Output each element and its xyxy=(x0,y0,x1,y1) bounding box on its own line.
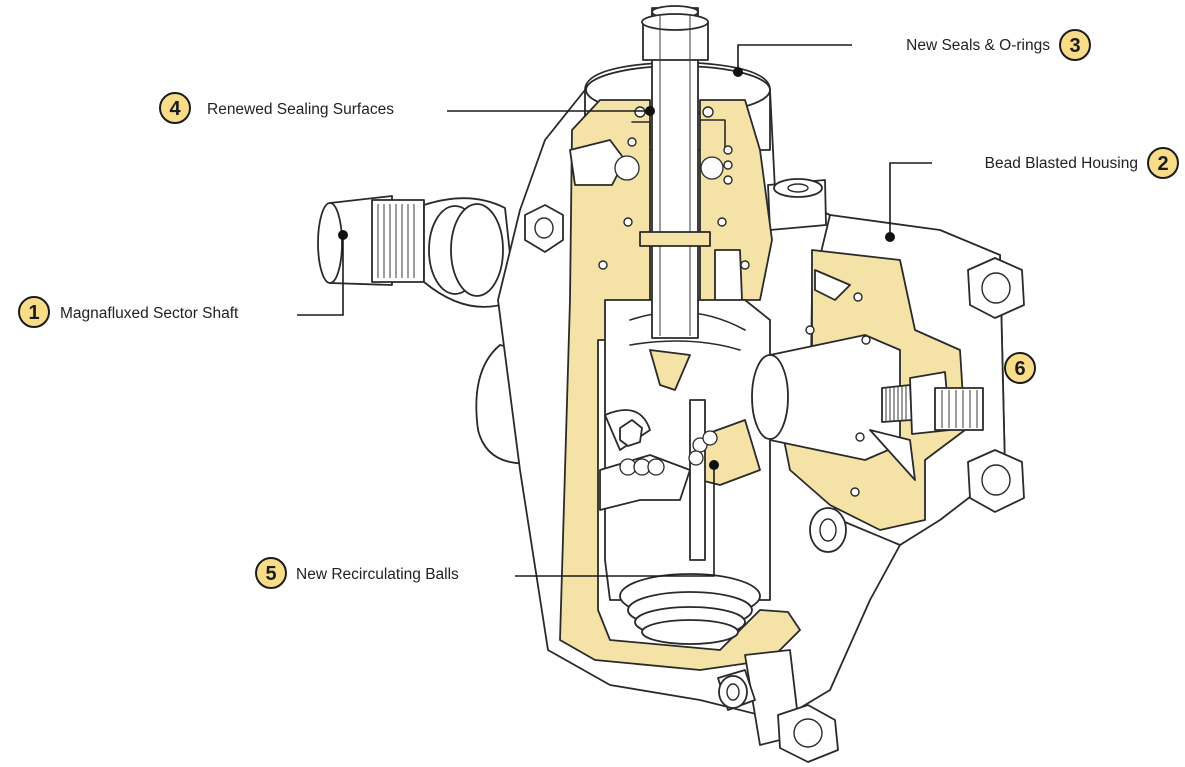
sector-shaft xyxy=(317,195,516,308)
callout-1-badge xyxy=(18,296,50,328)
input-shaft xyxy=(639,5,711,339)
valve-details xyxy=(569,106,871,497)
callout-5-badge xyxy=(255,557,287,589)
callout-4-pointer xyxy=(645,106,655,116)
callout-5-pointer xyxy=(709,460,719,470)
callout-5-number: 5 xyxy=(265,563,276,585)
callout-2-number: 2 xyxy=(1157,153,1168,175)
callout-3-number: 3 xyxy=(1069,35,1080,57)
callout-1-label: Magnafluxed Sector Shaft xyxy=(60,305,239,322)
callout-5: 5 New Recirculating Balls xyxy=(255,460,719,589)
callout-3: 3 New Seals & O-rings xyxy=(733,29,1091,77)
callout-1: 1 Magnafluxed Sector Shaft xyxy=(18,230,348,328)
callout-2-badge xyxy=(1147,147,1179,179)
steering-gearbox-illustration xyxy=(317,5,1025,763)
callout-3-pointer xyxy=(733,67,743,77)
callout-4-number: 4 xyxy=(169,98,181,120)
callout-6-badge xyxy=(1004,352,1036,384)
callout-2-leader xyxy=(889,162,932,237)
callout-2-pointer xyxy=(885,232,895,242)
adjusting-screw xyxy=(881,371,984,435)
callout-3-badge xyxy=(1059,29,1091,61)
callout-3-label: New Seals & O-rings xyxy=(906,37,1050,54)
callout-5-label: New Recirculating Balls xyxy=(296,566,459,583)
lower-port xyxy=(717,669,756,711)
side-cover-bolt-top xyxy=(967,257,1025,319)
callout-5-leader xyxy=(515,465,715,577)
callout-1-leader xyxy=(297,235,344,316)
callout-2-label: Bead Blasted Housing xyxy=(985,155,1138,172)
recirculating-balls xyxy=(619,430,718,476)
callout-2: 2 Bead Blasted Housing xyxy=(885,147,1179,242)
callout-6: 6 xyxy=(1004,352,1036,384)
upper-left-nut xyxy=(524,204,564,253)
side-cover-bolt-bottom xyxy=(967,449,1025,513)
callout-1-number: 1 xyxy=(28,302,39,324)
callout-1-pointer xyxy=(338,230,348,240)
callout-3-leader xyxy=(737,44,852,72)
callout-4-badge xyxy=(159,92,191,124)
callout-4: 4 Renewed Sealing Surfaces xyxy=(159,92,655,124)
callout-6-number: 6 xyxy=(1014,358,1025,380)
lower-nut xyxy=(777,704,839,763)
callout-4-label: Renewed Sealing Surfaces xyxy=(207,101,394,118)
